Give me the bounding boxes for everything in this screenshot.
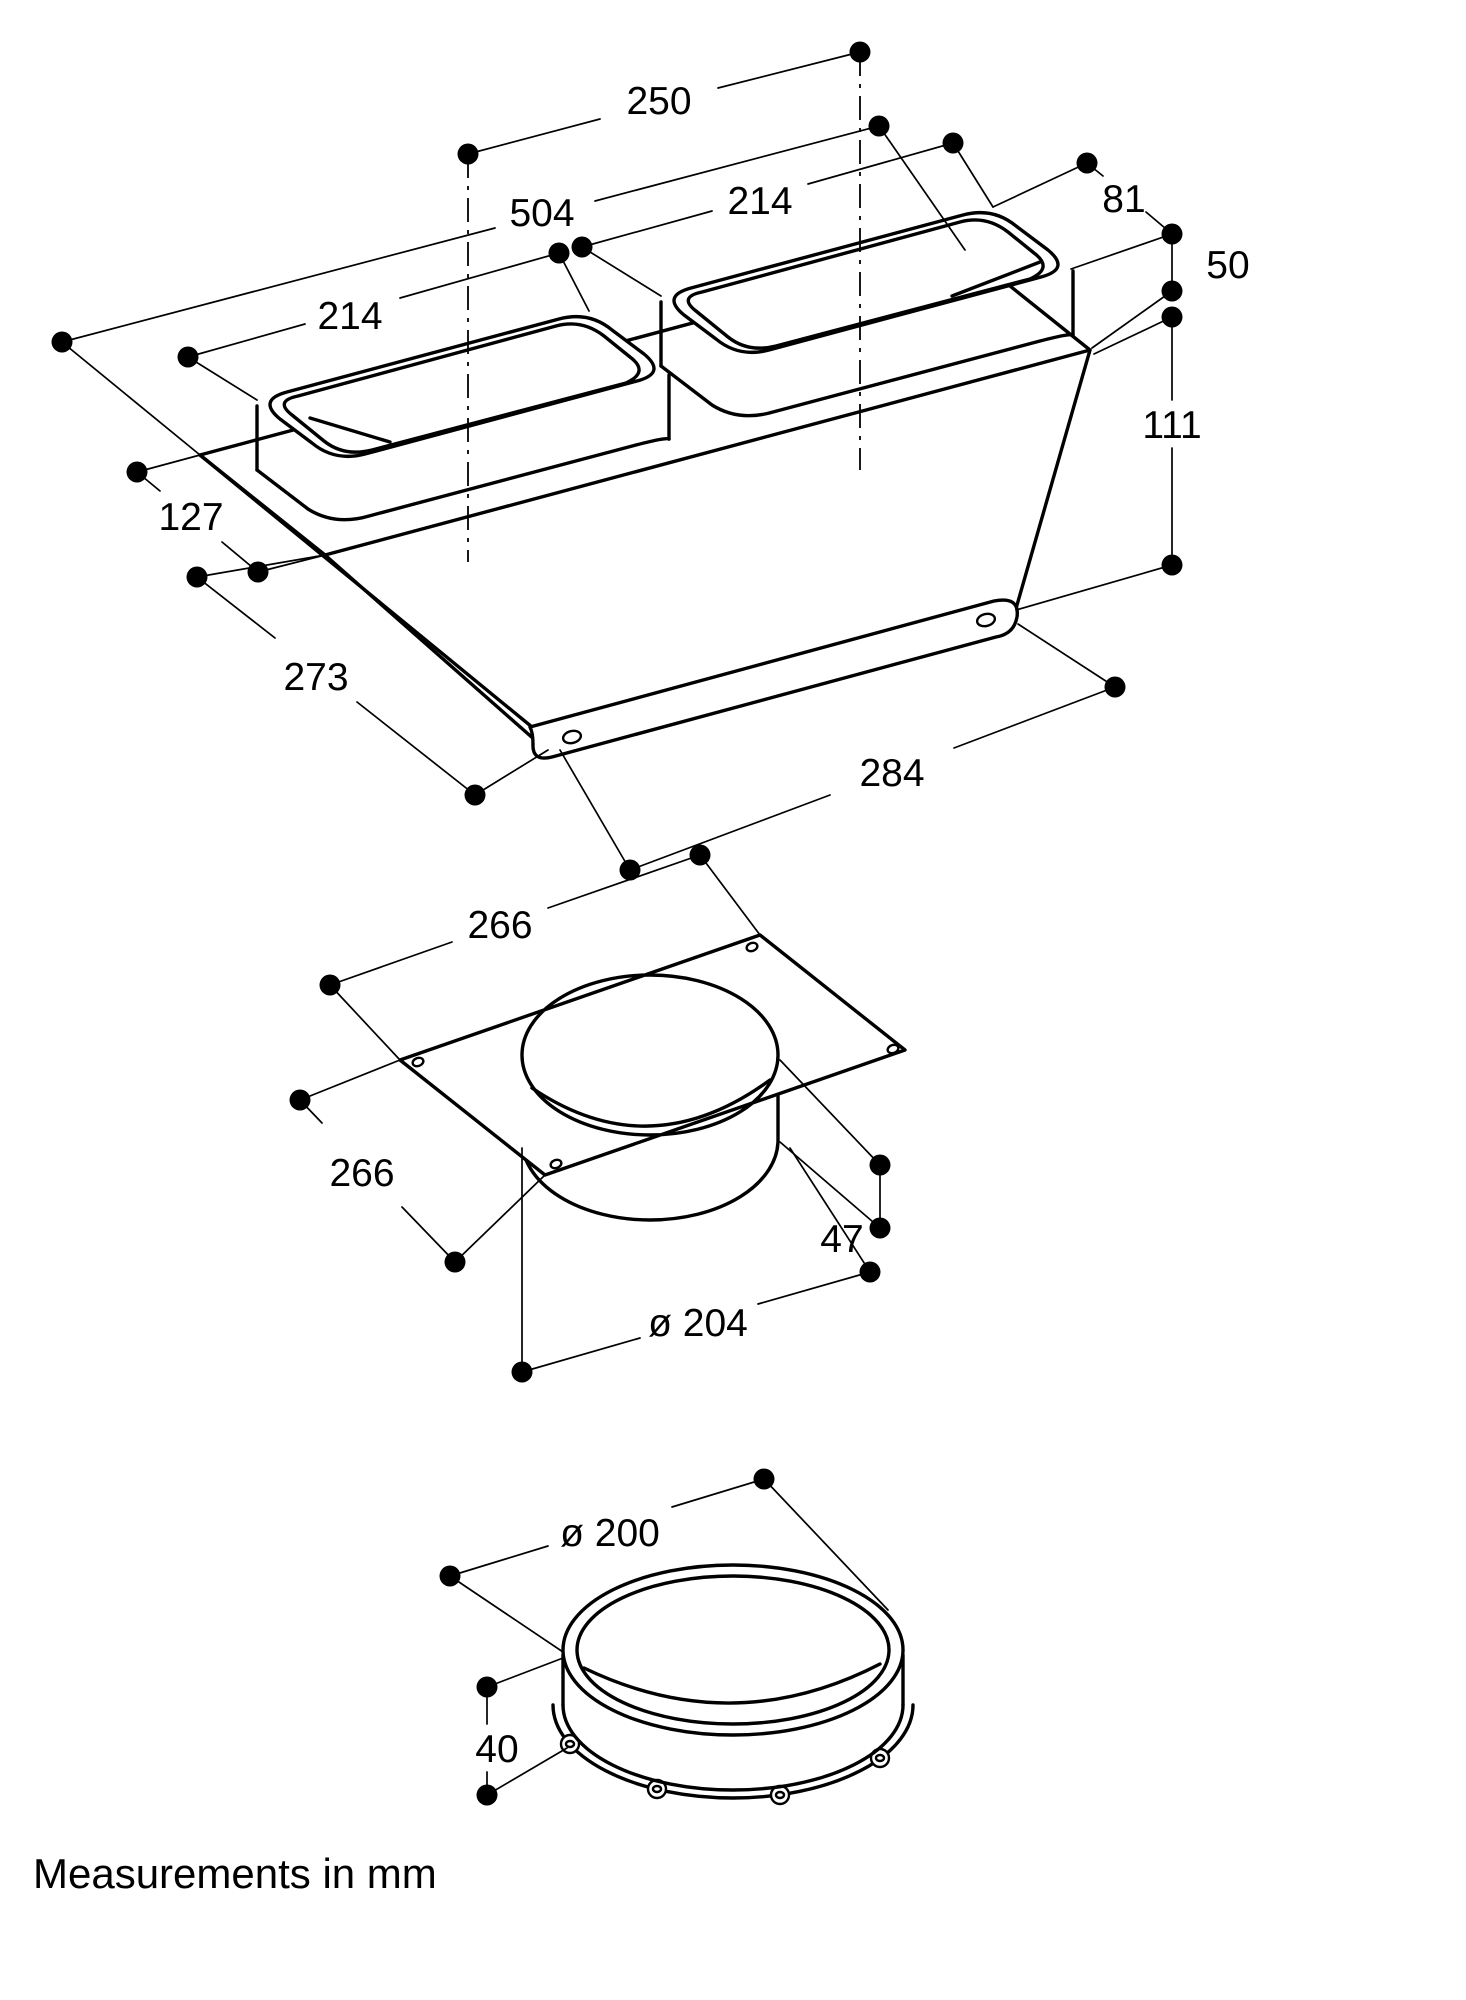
ring-bottom-edge	[561, 1703, 905, 1792]
flange-screw-hole-left	[561, 729, 583, 745]
collar-inner-bottom-edge	[530, 1078, 772, 1128]
dimension-dots-view2	[289, 844, 891, 1383]
adapter-base-flange	[528, 598, 1019, 760]
view-cover-plate: 266 266 47 ø 204	[289, 844, 907, 1383]
dim-266-top	[329, 854, 761, 1061]
ring-inner-bottom-edge	[582, 1662, 882, 1705]
ring-outer-rim	[561, 1563, 905, 1737]
measurements-footnote: Measurements in mm	[33, 1850, 437, 1897]
collar-right-inner-crease	[950, 260, 1042, 298]
collar-left	[255, 314, 671, 522]
dim-40-label: 40	[475, 1728, 518, 1771]
dim-284-label: 284	[859, 752, 924, 795]
collar-left-base-edge	[255, 436, 671, 522]
collar-left-inner-crease	[308, 416, 392, 444]
plate-corner-hole-front	[549, 1158, 563, 1170]
dim-200	[449, 1478, 889, 1653]
plate-corner-hole-right	[886, 1043, 900, 1055]
dim-127-label: 127	[158, 496, 223, 539]
dim-50-label: 50	[1206, 244, 1249, 287]
dim-504-label: 504	[509, 192, 574, 235]
dim-504	[61, 125, 966, 456]
dim-47-label: 47	[820, 1218, 863, 1261]
adapter-body-left-front-edge	[323, 553, 554, 757]
dim-266-left	[299, 1059, 546, 1263]
dim-127	[136, 454, 326, 573]
view-connection-ring: ø 200 40	[439, 1468, 915, 1806]
dim-250-label: 250	[626, 80, 691, 123]
dim-214-right	[581, 142, 994, 297]
dim-40	[486, 1657, 568, 1796]
plate-corner-hole-top-right	[745, 941, 759, 953]
dim-204-label: ø 204	[648, 1302, 748, 1345]
collar-left-inner-opening	[282, 322, 641, 454]
dim-266-top-label: 266	[467, 904, 532, 947]
collar-right-base-edge	[659, 332, 1075, 418]
dim-250	[467, 51, 861, 155]
view-duct-adapter: 250 504 214 214 81 50 111 127 273 284	[51, 41, 1250, 881]
ring-tab-left	[559, 1733, 581, 1755]
cover-plate	[398, 933, 907, 1177]
collar-right-top-face	[672, 210, 1060, 355]
plate-corner-hole-top-left	[411, 1056, 425, 1068]
collar-right-inner-opening	[686, 218, 1045, 350]
dim-81-label: 81	[1102, 178, 1145, 221]
dim-214-right-label: 214	[727, 180, 792, 223]
dim-50	[1091, 233, 1173, 349]
adapter-body-right-edge	[1013, 348, 1092, 614]
collar-left-top-face	[268, 314, 656, 459]
ring-inner-rim	[575, 1574, 891, 1726]
dim-111-label: 111	[1142, 404, 1201, 447]
dim-111	[1015, 316, 1173, 611]
dimension-dots-view1	[51, 41, 1183, 881]
dim-214-left-label: 214	[317, 295, 382, 338]
dim-204	[521, 1147, 871, 1373]
collar-right	[659, 210, 1075, 418]
dim-284	[559, 623, 1116, 871]
dim-266-left-label: 266	[329, 1152, 394, 1195]
dim-214-left	[187, 252, 590, 401]
dim-200-label: ø 200	[560, 1512, 660, 1555]
dim-273	[196, 554, 549, 796]
flange-screw-hole-right	[975, 612, 997, 628]
dim-273-label: 273	[283, 656, 348, 699]
dimension-dots-view3	[439, 1468, 775, 1806]
